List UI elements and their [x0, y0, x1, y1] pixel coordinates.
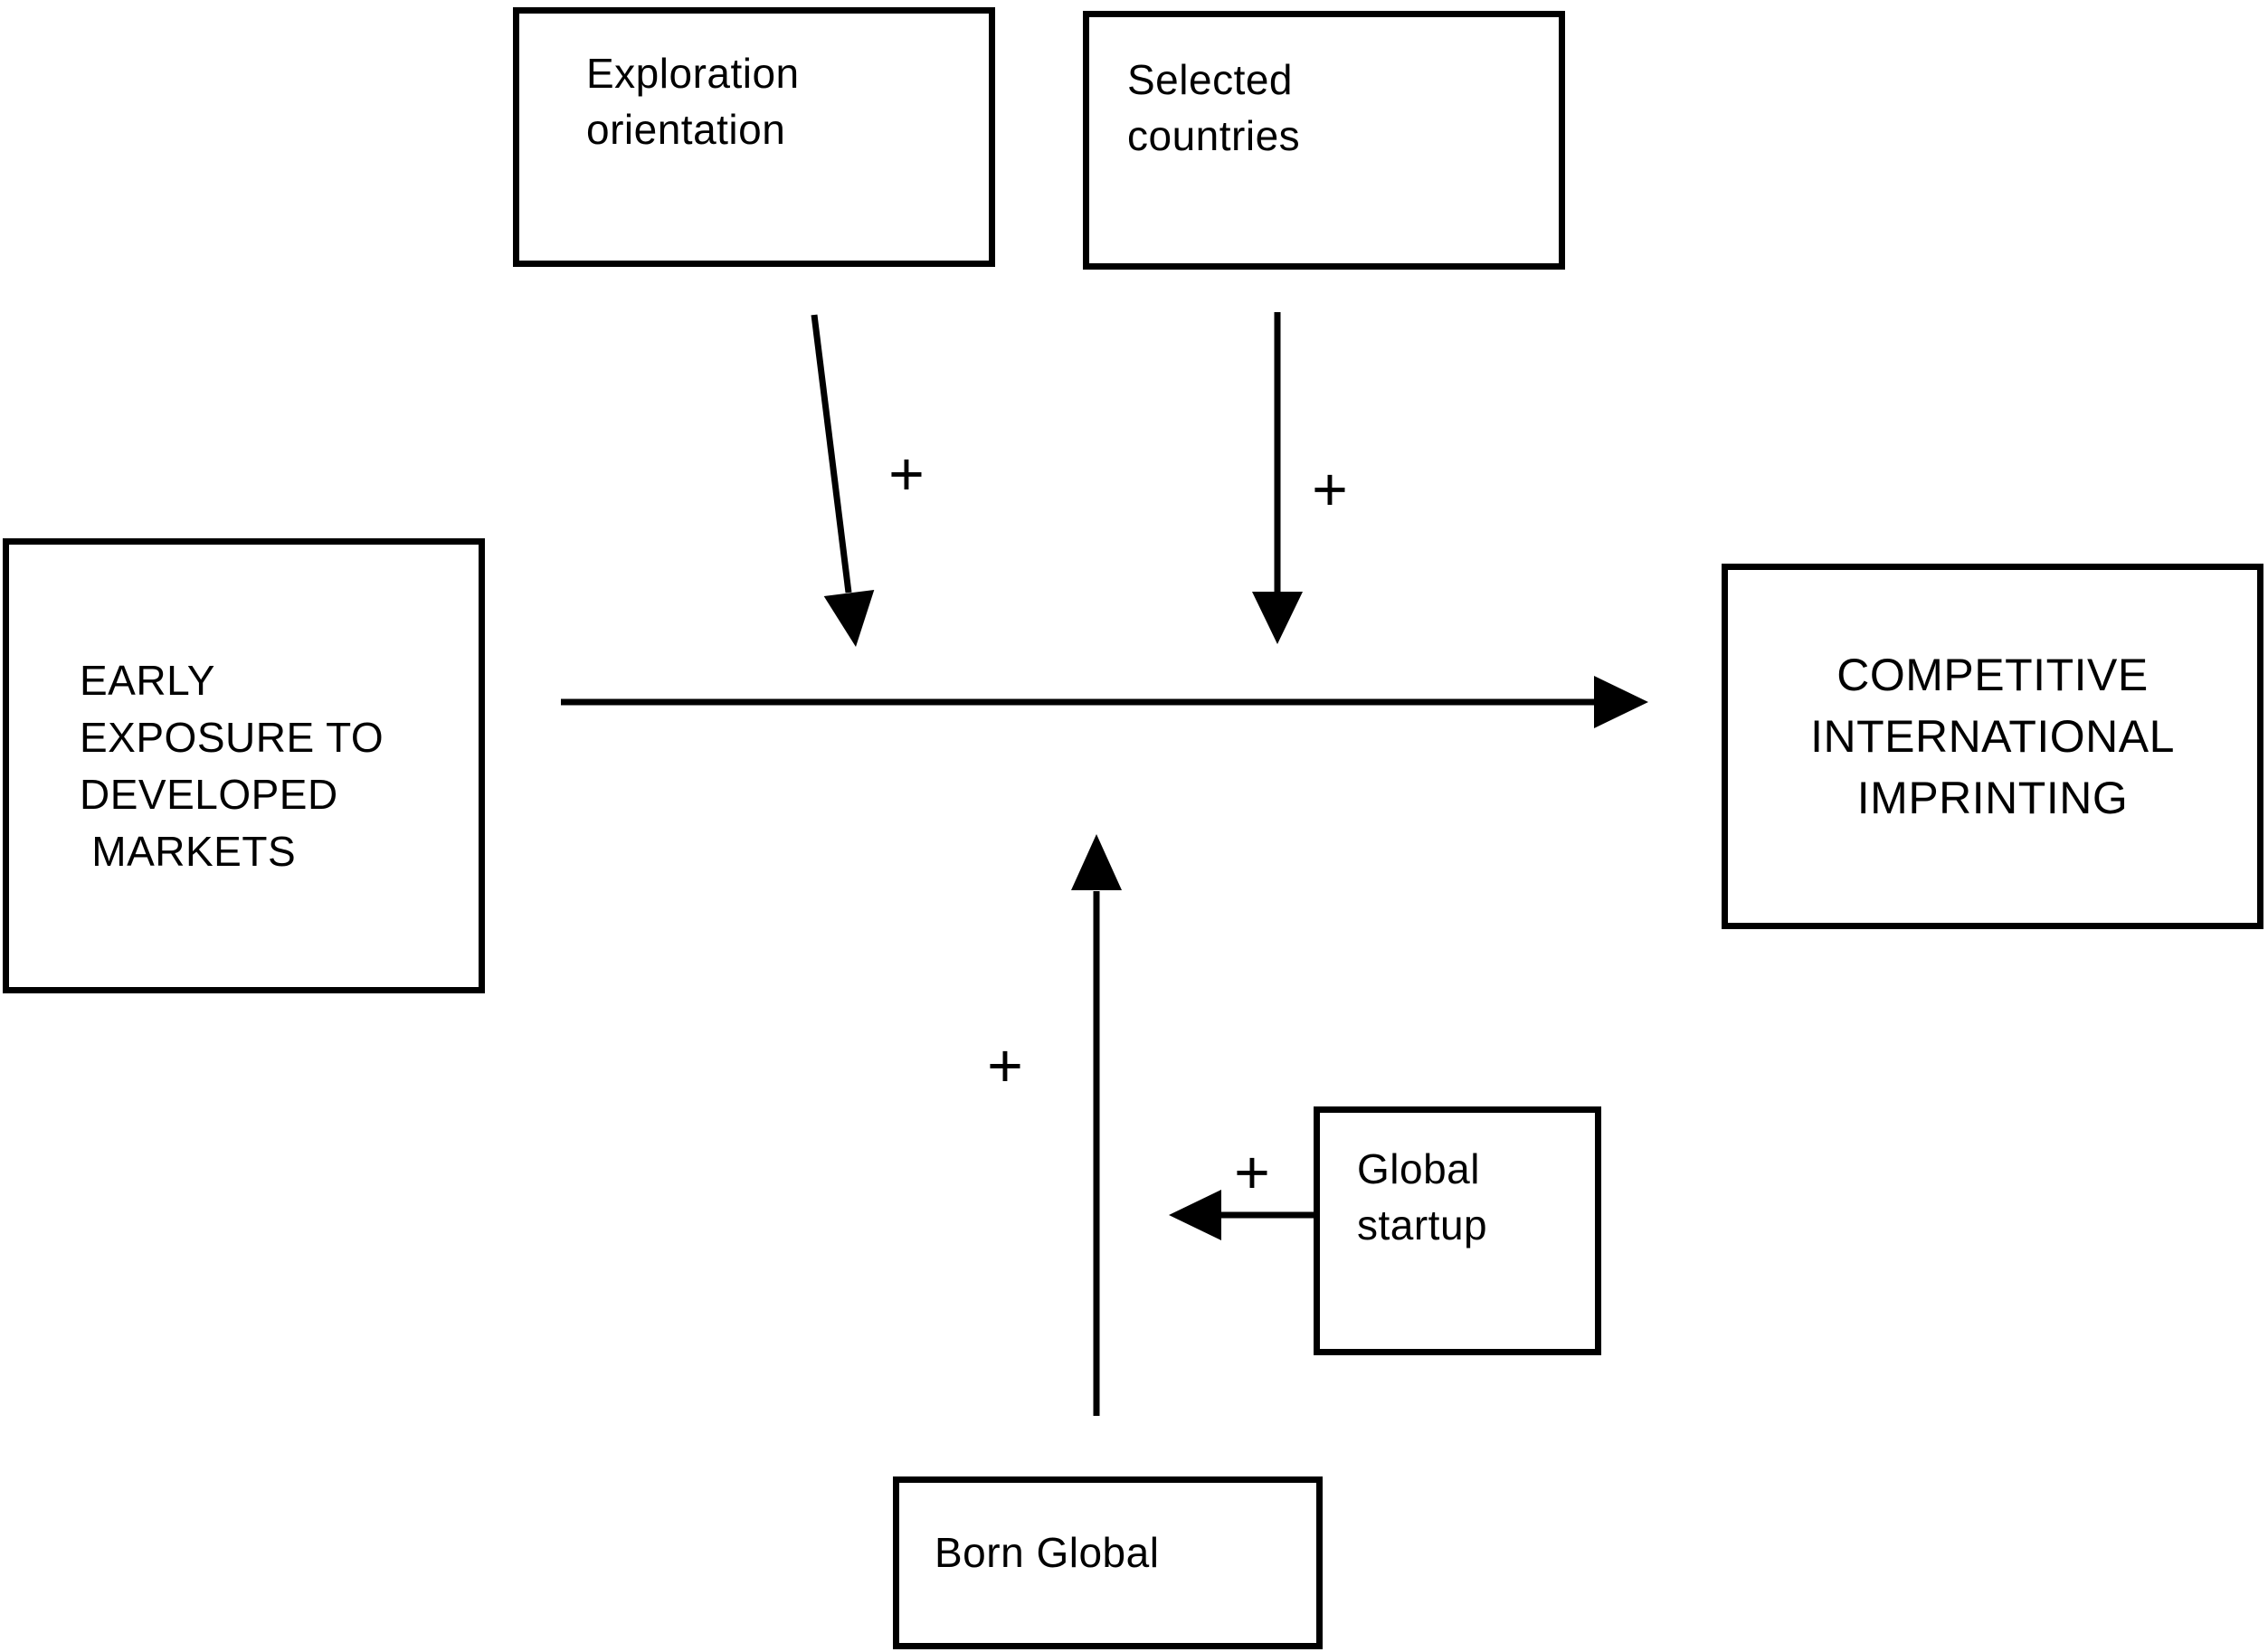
box-competitive-international-imprinting: COMPETITIVE INTERNATIONAL IMPRINTING: [1722, 564, 2263, 929]
box-exploration-line-2: orientation: [586, 106, 786, 153]
plus-sign-selected: +: [1312, 455, 1348, 524]
box-selected-countries: Selected countries: [1083, 11, 1565, 270]
box-global-startup-line-1: Global: [1357, 1145, 1480, 1192]
born-global-arrow-head: [1071, 834, 1122, 890]
box-exploration-orientation: Exploration orientation: [513, 7, 995, 267]
box-born-global-line-1: Born Global: [935, 1529, 1160, 1576]
plus-sign-born-global: +: [987, 1031, 1023, 1100]
plus-sign-exploration: +: [888, 440, 925, 508]
box-exploration-line-1: Exploration: [586, 50, 800, 97]
selected-arrow-head: [1252, 592, 1303, 644]
box-competitive-line-3: IMPRINTING: [1856, 773, 2129, 823]
exploration-arrow-line: [811, 314, 852, 593]
box-early-line-1: EARLY: [80, 656, 215, 704]
global-startup-arrow-head: [1169, 1190, 1221, 1240]
box-early-line-4: MARKETS: [80, 827, 297, 875]
box-competitive-line-2: INTERNATIONAL: [1810, 711, 2175, 762]
box-global-startup-line-2: startup: [1357, 1201, 1488, 1248]
box-selected-line-2: countries: [1127, 112, 1301, 159]
box-global-startup: Global startup: [1314, 1106, 1601, 1355]
plus-sign-global-startup: +: [1234, 1138, 1270, 1207]
box-early-line-2: EXPOSURE TO: [80, 713, 384, 761]
box-competitive-line-1: COMPETITIVE: [1836, 650, 2149, 700]
box-early-line-3: DEVELOPED: [80, 770, 338, 818]
box-born-global: Born Global: [893, 1476, 1323, 1649]
box-early-exposure-developed-markets: EARLY EXPOSURE TO DEVELOPED MARKETS: [3, 538, 485, 993]
main-arrow-head: [1594, 676, 1648, 728]
exploration-arrow-head: [823, 590, 875, 647]
box-selected-line-1: Selected: [1127, 56, 1294, 103]
